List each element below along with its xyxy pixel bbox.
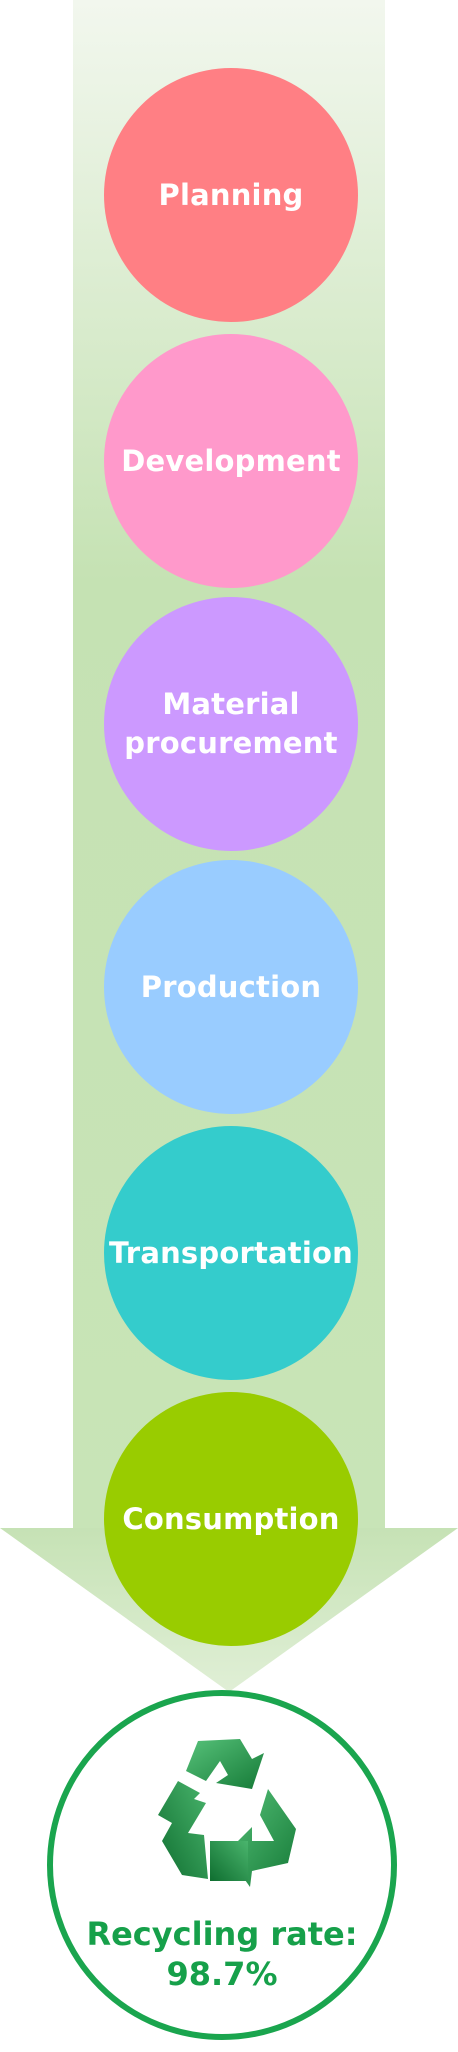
stage-material-procurement: Material procurement — [104, 597, 358, 851]
recycle-icon — [158, 1739, 296, 1887]
recycling-rate-text: Recycling rate: 98.7% — [53, 1914, 391, 1994]
stage-label: Transportation — [109, 1235, 353, 1270]
recycle-arrow-top — [186, 1739, 264, 1789]
stage-development: Development — [104, 334, 358, 588]
stage-label: Development — [121, 443, 341, 478]
stage-label: Planning — [158, 177, 304, 212]
stage-label: Production — [140, 969, 322, 1004]
stage-planning: Planning — [104, 68, 358, 322]
recycle-arrow-right — [210, 1789, 296, 1887]
recycling-rate-label: Recycling rate: — [86, 1915, 358, 1953]
recycle-arrow-left — [158, 1781, 208, 1879]
stage-label: Material procurement — [124, 687, 338, 760]
recycling-rate-value: 98.7% — [166, 1955, 278, 1993]
recycling-result-circle: Recycling rate: 98.7% — [47, 1690, 397, 2040]
stage-production: Production — [104, 860, 358, 1114]
stage-consumption: Consumption — [104, 1392, 358, 1646]
stage-transportation: Transportation — [104, 1126, 358, 1380]
stage-label: Consumption — [122, 1501, 340, 1536]
